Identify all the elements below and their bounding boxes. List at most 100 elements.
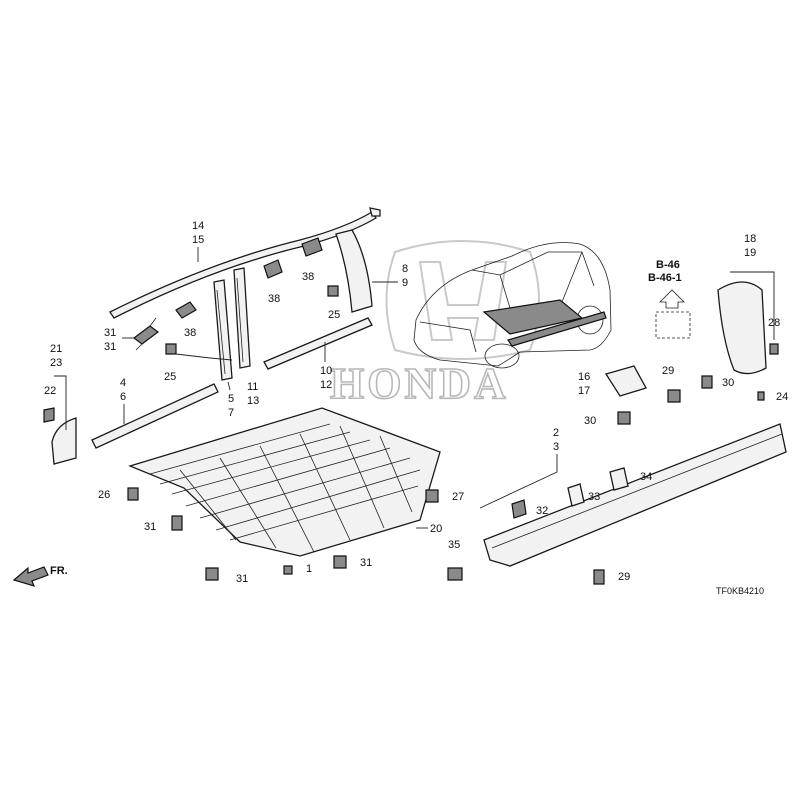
callout-26: 26	[98, 489, 110, 501]
callout-8: 8	[402, 263, 408, 275]
callout-4: 4	[120, 377, 126, 389]
side-sill-garnish: 2 3	[479, 423, 787, 567]
honda-logo	[385, 240, 540, 360]
callout-38a: 38	[184, 327, 196, 339]
callout-16: 16	[578, 371, 590, 383]
callout-32: 32	[536, 505, 548, 517]
callout-30b: 30	[584, 415, 596, 427]
fuel-lid: 21 23 22	[43, 343, 77, 465]
callout-19: 19	[744, 247, 756, 259]
callout-17: 17	[578, 385, 590, 397]
up-arrow-outline-icon	[659, 289, 685, 309]
bracket-16	[604, 365, 647, 397]
clip-34	[609, 467, 629, 491]
bolt-31c	[333, 555, 347, 569]
callout-7: 7	[228, 407, 234, 419]
bolt-31a	[171, 515, 183, 531]
reference-dashed-box	[655, 311, 691, 339]
pillar-garnish-5	[213, 279, 233, 381]
callout-11: 11	[247, 381, 258, 393]
clip-28	[769, 343, 779, 355]
car-outline	[413, 242, 612, 369]
callout-14: 14	[192, 220, 204, 232]
under-cover-fasteners: 26 27 31 31 31 1	[98, 487, 464, 585]
clip-33	[567, 483, 585, 507]
callout-9: 9	[402, 277, 408, 289]
pillar-garnishes: 5 7 11 13 8 9	[213, 229, 408, 419]
callout-25a: 25	[164, 371, 176, 383]
bolt-31d	[701, 375, 713, 389]
fender-liner: 18 19 28	[717, 233, 780, 375]
bolt-25b	[327, 285, 339, 297]
door-moldings: 4 6 10 12	[91, 317, 373, 449]
callout-33: 33	[588, 491, 600, 503]
callout-25b: 25	[328, 309, 340, 321]
callout-31a: 31	[144, 521, 156, 533]
callout-31c: 31	[360, 557, 372, 569]
callout-27: 27	[452, 491, 464, 503]
clip-26	[127, 487, 139, 501]
reference-line1: B-46	[656, 259, 680, 271]
callout-18: 18	[744, 233, 756, 245]
clip-24	[757, 391, 765, 401]
diagram-code: TF0KB4210	[716, 586, 764, 596]
callout-35: 35	[448, 539, 460, 551]
callout-22: 22	[44, 385, 56, 397]
callout-6: 6	[120, 391, 126, 403]
callout-12: 12	[320, 379, 332, 391]
callout-34: 34	[640, 471, 652, 483]
bolts-25: 25 25	[164, 285, 340, 383]
clip-32	[511, 499, 527, 519]
car-sill-highlight	[507, 311, 607, 347]
callout-20: 20	[430, 523, 442, 535]
door-molding-4	[91, 383, 219, 449]
front-direction-indicator: FR.	[12, 565, 68, 587]
bolt-35	[447, 567, 463, 581]
pillar-garnish-8	[335, 229, 373, 313]
callout-21: 21	[50, 343, 62, 355]
side-sill-panel	[483, 423, 787, 567]
callout-30a: 29	[662, 365, 674, 377]
callout-38b: 38	[268, 293, 280, 305]
callout-13: 13	[247, 395, 259, 407]
clip-38a	[175, 301, 197, 319]
clip-38b	[263, 259, 283, 279]
clip-36	[133, 325, 159, 345]
reference-marker: B-46 B-46-1	[648, 259, 691, 339]
clip-38c	[301, 237, 323, 257]
fuel-lid-clip-22	[43, 407, 55, 423]
callout-31d: 30	[722, 377, 734, 389]
front-direction-arrow-icon	[12, 566, 49, 587]
callout-24: 24	[776, 391, 788, 403]
fender-liner-panel	[717, 281, 767, 375]
honda-watermark: HONDA	[330, 359, 509, 408]
clip-27	[425, 489, 439, 503]
callout-23: 23	[50, 357, 62, 369]
callout-37: 31	[104, 341, 116, 353]
clip-30a	[667, 389, 681, 403]
callout-31b: 31	[236, 573, 248, 585]
clip-29	[593, 569, 605, 585]
under-cover-20: 20	[128, 407, 442, 557]
fuel-lid-panel	[51, 417, 77, 465]
door-molding-10	[263, 317, 373, 370]
bracket-group: 16 17 29 30 30 24	[578, 365, 788, 427]
sill-clips: 32 33 34 35 29	[447, 467, 652, 585]
callout-15: 15	[192, 234, 204, 246]
molding-clips: 31 31 38 38 38	[104, 237, 323, 353]
callout-2: 2	[553, 427, 559, 439]
bolt-25a	[165, 343, 177, 355]
direction-label: FR.	[50, 565, 68, 577]
callout-28: 28	[768, 317, 780, 329]
callout-38c: 38	[302, 271, 314, 283]
roof-molding: 14 15	[109, 207, 381, 319]
callout-3: 3	[553, 441, 559, 453]
bolt-31b	[205, 567, 219, 581]
callout-36: 31	[104, 327, 116, 339]
reference-line2: B-46-1	[648, 272, 682, 284]
callout-29: 29	[618, 571, 630, 583]
nut-1	[283, 565, 293, 575]
clip-30b	[617, 411, 631, 425]
